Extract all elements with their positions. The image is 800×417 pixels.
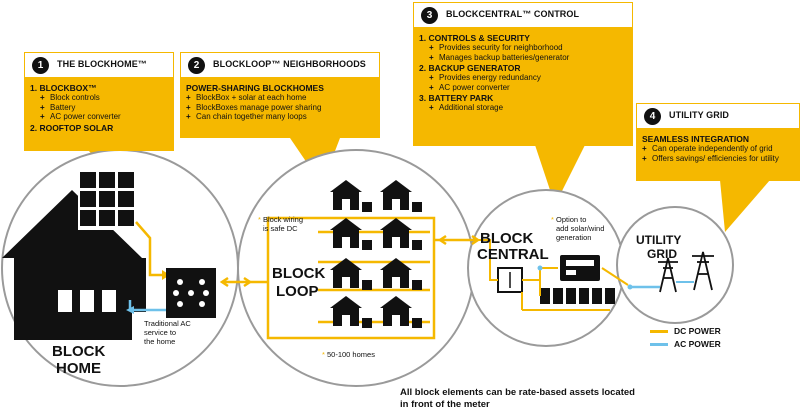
- callout-3-header: 3 BLOCKCENTRAL™ CONTROL: [413, 2, 633, 28]
- battery-park-icon: [540, 288, 615, 304]
- callout-2-number: 2: [188, 57, 205, 74]
- transmission-tower-2-icon: [692, 251, 714, 291]
- block-central-label-1: BLOCK: [480, 230, 533, 247]
- callout-1-item: AC power converter: [40, 112, 170, 122]
- trad-ac-note-1: Traditional AC: [144, 319, 191, 328]
- wiring-note-1: Block wiring: [263, 215, 303, 224]
- callout-blockhome: 1 THE BLOCKHOME™ 1. BLOCKBOX™ Block cont…: [24, 52, 174, 151]
- rooftop-solar-icon: [78, 170, 136, 230]
- option-note-1: Option to: [556, 215, 586, 224]
- callout-3-heading-2: 2. BACKUP GENERATOR: [419, 63, 521, 73]
- blockbox-icon: [166, 268, 216, 318]
- legend-dc: DC POWER: [650, 326, 721, 336]
- callout-1-item: Battery: [40, 103, 170, 113]
- callout-2-header: 2 BLOCKLOOP™ NEIGHBORHOODS: [180, 52, 380, 78]
- footer-line-2: in front of the meter: [400, 399, 490, 410]
- callout-1-number: 1: [32, 57, 49, 74]
- legend-dc-swatch: [650, 330, 668, 334]
- legend-ac-swatch: [650, 343, 668, 347]
- callout-3-number: 3: [421, 7, 438, 24]
- callout-blockloop: 2 BLOCKLOOP™ NEIGHBORHOODS POWER-SHARING…: [180, 52, 380, 138]
- trad-ac-note-2: service to: [144, 328, 176, 337]
- callout-2-heading-1: POWER-SHARING BLOCKHOMES: [186, 83, 324, 93]
- wiring-note-2: is safe DC: [263, 224, 298, 233]
- block-home-label-2: HOME: [56, 360, 101, 377]
- house-icon: [2, 190, 146, 340]
- central-grid-node: [627, 284, 633, 290]
- central-wiring: [478, 239, 629, 311]
- utility-grid-circle: [616, 206, 734, 324]
- callout-2-item: Can chain together many loops: [186, 112, 376, 122]
- ac-arrow: [126, 306, 134, 314]
- option-note-2: add solar/wind: [556, 224, 604, 233]
- footer-line-1: All block elements can be rate-based ass…: [400, 387, 635, 398]
- callout-4-heading-1: SEAMLESS INTEGRATION: [642, 134, 750, 144]
- callout-3-item: Provides security for neighborhood: [429, 43, 629, 53]
- utility-grid-label-2: GRID: [647, 247, 677, 261]
- callout-4-title: UTILITY GRID: [669, 110, 730, 120]
- block-home-label-1: BLOCK: [52, 343, 105, 360]
- callout-1-item: Block controls: [40, 93, 170, 103]
- callout-4-pointer: [720, 180, 770, 232]
- callout-4-number: 4: [644, 108, 661, 125]
- dc-line-solar: [135, 221, 165, 277]
- callout-utility-grid: 4 UTILITY GRID SEAMLESS INTEGRATION Can …: [636, 103, 800, 181]
- callout-3-heading-3: 3. BATTERY PARK: [419, 93, 494, 103]
- callout-4-header: 4 UTILITY GRID: [636, 103, 800, 129]
- callout-3-item: Additional storage: [429, 103, 629, 113]
- legend-dc-label: DC POWER: [674, 326, 721, 336]
- option-note-3: generation: [556, 233, 591, 242]
- generator-icon: [560, 255, 600, 281]
- homes-count-note: 50-100 homes: [327, 350, 375, 359]
- controls-box-icon: [497, 267, 523, 293]
- utility-grid-label-1: UTILITY: [636, 233, 681, 247]
- callout-3-title: BLOCKCENTRAL™ CONTROL: [446, 9, 580, 19]
- central-node: [537, 265, 543, 271]
- wiring-note-star: *: [258, 215, 261, 224]
- callout-2-title: BLOCKLOOP™ NEIGHBORHOODS: [213, 59, 366, 69]
- callout-3-item: Provides energy redundancy: [429, 73, 629, 83]
- legend-ac-label: AC POWER: [674, 339, 721, 349]
- callout-3-pointer: [535, 145, 585, 205]
- block-loop-label-1: BLOCK: [272, 265, 325, 282]
- loop-homes: [330, 180, 422, 328]
- callout-2-item: BlockBox + solar at each home: [186, 93, 376, 103]
- callout-3-item: Manages backup batteries/generator: [429, 53, 629, 63]
- callout-1-header: 1 THE BLOCKHOME™: [24, 52, 174, 78]
- callout-3-heading-1: 1. CONTROLS & SECURITY: [419, 33, 530, 43]
- callout-1-title: THE BLOCKHOME™: [57, 59, 147, 69]
- transmission-tower-icon: [658, 257, 678, 293]
- block-loop-label-2: LOOP: [276, 283, 319, 300]
- legend-ac: AC POWER: [650, 339, 721, 349]
- callout-1-heading-2: 2. ROOFTOP SOLAR: [30, 122, 114, 133]
- block-central-label-2: CENTRAL: [477, 246, 549, 263]
- option-note-star: *: [551, 215, 554, 224]
- callout-3-item: AC power converter: [429, 83, 629, 93]
- callout-1-heading-1: 1. BLOCKBOX™: [30, 83, 97, 93]
- callout-blockcentral: 3 BLOCKCENTRAL™ CONTROL 1. CONTROLS & SE…: [413, 2, 633, 146]
- callout-2-item: BlockBoxes manage power sharing: [186, 103, 376, 113]
- trad-ac-note-3: the home: [144, 337, 175, 346]
- callout-4-item: Can operate independently of grid: [642, 144, 796, 154]
- homes-note-star: *: [322, 350, 325, 359]
- callout-4-item: Offers savings/ efficiencies for utility: [642, 154, 796, 164]
- footer-note: All block elements can be rate-based ass…: [400, 387, 730, 411]
